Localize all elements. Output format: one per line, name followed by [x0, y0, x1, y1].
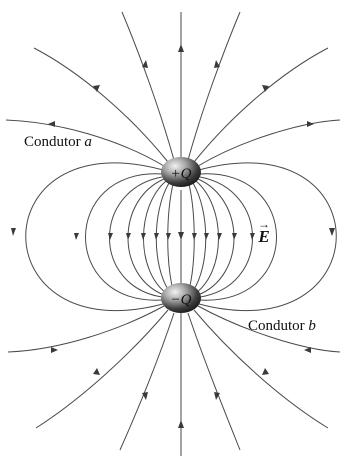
- arrowhead-icon: [178, 420, 184, 428]
- arrowhead-icon: [204, 233, 209, 240]
- positive-charge-label: +Q: [171, 166, 192, 182]
- arrowhead-icon: [250, 233, 255, 240]
- arrowhead-icon: [192, 233, 197, 240]
- arrowheads: [11, 44, 335, 428]
- arrowhead-icon: [232, 233, 237, 240]
- sphere-icon: [161, 283, 201, 313]
- negative-charge: −Q: [161, 283, 201, 313]
- field-line-inner-right-6: [199, 173, 277, 301]
- arrowhead-icon: [93, 85, 100, 92]
- arrowhead-icon: [214, 60, 220, 68]
- arrowhead-icon: [262, 85, 269, 92]
- conductor-a-label: Condutor a: [24, 134, 92, 150]
- arrowhead-icon: [329, 228, 335, 236]
- arrowhead-icon: [108, 233, 113, 240]
- field-line-down-left-3: [7, 305, 165, 353]
- field-line-up-left-1: [121, 11, 175, 161]
- arrowhead-icon: [262, 368, 269, 375]
- arrowhead-icon: [166, 233, 171, 240]
- field-line-up-right-2: [193, 47, 329, 163]
- field-lines: [5, 11, 341, 456]
- field-line-inner-left-6: [85, 173, 163, 301]
- arrowhead-icon: [126, 233, 131, 240]
- arrowhead-icon: [48, 121, 55, 127]
- conductor-b-text: Condutor: [248, 318, 308, 334]
- field-line-up-left-2: [33, 47, 169, 163]
- arrowhead-icon: [142, 60, 148, 68]
- arrowhead-icon: [217, 233, 222, 240]
- conductor-b-var: b: [308, 318, 316, 334]
- field-line-up-left-3: [5, 119, 165, 167]
- field-line-up-right-3: [197, 119, 341, 167]
- sphere-icon: [161, 157, 201, 187]
- arrowhead-icon: [142, 392, 148, 400]
- positive-charge: +Q: [161, 157, 201, 187]
- field-line-down-right-1: [187, 312, 241, 451]
- field-line-inner-left-2: [155, 182, 170, 292]
- field-line-up-right-1: [187, 11, 241, 161]
- arrowhead-icon: [154, 233, 159, 240]
- arrowhead-icon: [93, 368, 100, 375]
- conductor-b-label: Condutor b: [248, 318, 316, 334]
- field-line-down-right-3: [197, 305, 341, 353]
- arrowhead-icon: [178, 44, 184, 52]
- field-line-down-left-1: [119, 312, 175, 451]
- arrowhead-icon: [11, 228, 16, 236]
- arrowhead-icon: [141, 233, 146, 240]
- field-vector-symbol: E: [257, 227, 269, 246]
- arrowhead-icon: [51, 347, 58, 353]
- field-line-down-left-2: [35, 309, 169, 429]
- arrowhead-icon: [178, 232, 184, 240]
- arrowhead-icon: [304, 347, 311, 353]
- arrowhead-icon: [307, 121, 314, 127]
- field-line-inner-left-4: [127, 178, 165, 296]
- field-vector-label: → E: [257, 217, 270, 246]
- arrowhead-icon: [74, 233, 79, 240]
- negative-charge-label: −Q: [171, 292, 192, 308]
- conductor-a-var: a: [84, 134, 92, 150]
- field-vector-arrow: →: [258, 217, 270, 231]
- field-line-inner-right-4: [197, 178, 235, 296]
- conductor-a-text: Condutor: [24, 134, 84, 150]
- field-line-down-right-2: [193, 309, 329, 429]
- arrowhead-icon: [214, 392, 220, 400]
